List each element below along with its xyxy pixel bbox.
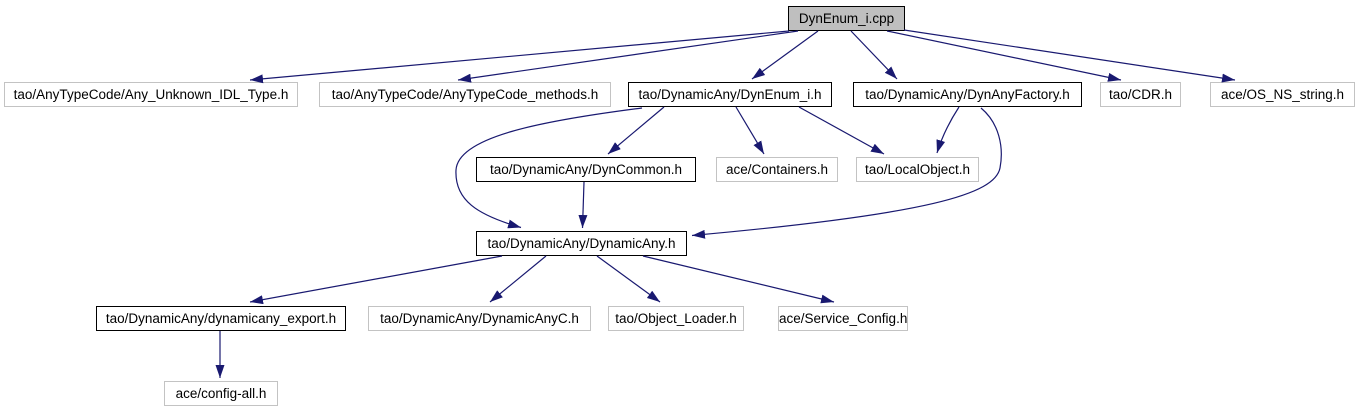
node-object-loader-h[interactable]: tao/Object_Loader.h	[608, 306, 744, 331]
edge-dynenum-i-cpp-to-dynanyfactory-h	[850, 30, 898, 80]
node-service-config-h[interactable]: ace/Service_Config.h	[778, 306, 908, 331]
node-localobject-h[interactable]: tao/LocalObject.h	[856, 157, 979, 182]
edge-dynenum-i-cpp-to-any-unknown-idl-type	[249, 30, 790, 84]
edge-dynenum-i-h-to-localobject-h	[798, 106, 885, 155]
edge-dynenum-i-cpp-to-os-ns-string-h	[903, 29, 1236, 83]
edge-dynamicany-h-to-object-loader-h	[596, 255, 661, 303]
node-config-all-h[interactable]: ace/config-all.h	[164, 381, 278, 406]
node-anytypecode-methods-h[interactable]: tao/AnyTypeCode/AnyTypeCode_methods.h	[319, 82, 611, 107]
edge-dyncommon-h-to-dynamicany-h	[578, 181, 588, 229]
node-os-ns-string-h[interactable]: ace/OS_NS_string.h	[1210, 82, 1355, 107]
edge-dynenum-i-cpp-to-dynenum-i-h	[751, 30, 819, 80]
edge-dynenum-i-h-to-containers-h	[735, 106, 765, 155]
node-dynamicanyc-h[interactable]: tao/DynamicAny/DynamicAnyC.h	[368, 306, 591, 331]
edge-dynamicany-h-to-dynamicany-export-h	[249, 255, 503, 305]
node-cdr-h[interactable]: tao/CDR.h	[1100, 82, 1181, 107]
edge-dynenum-i-cpp-to-anytypecode-methods	[457, 30, 799, 83]
node-dynamicany-h[interactable]: tao/DynamicAny/DynamicAny.h	[476, 231, 687, 256]
node-dynenum-i-cpp: DynEnum_i.cpp	[788, 6, 905, 31]
edge-dynamicany-h-to-dynamicanyc-h	[489, 255, 547, 303]
edge-dynenum-i-h-to-dyncommon-h	[607, 106, 665, 155]
node-any-unknown-idl-type-h[interactable]: tao/AnyTypeCode/Any_Unknown_IDL_Type.h	[4, 82, 298, 107]
node-dynanyfactory-h[interactable]: tao/DynamicAny/DynAnyFactory.h	[853, 82, 1082, 107]
edge-dynenum-i-cpp-to-cdr-h	[886, 30, 1122, 82]
node-dynamicany-export-h[interactable]: tao/DynamicAny/dynamicany_export.h	[96, 306, 346, 331]
node-containers-h[interactable]: ace/Containers.h	[716, 157, 838, 182]
node-dynenum-i-h[interactable]: tao/DynamicAny/DynEnum_i.h	[628, 82, 832, 107]
edge-dynamicany-h-to-service-config-h	[642, 255, 835, 304]
edge-dynanyfactory-h-to-localobject-h	[936, 106, 960, 154]
node-dyncommon-h[interactable]: tao/DynamicAny/DynCommon.h	[476, 157, 696, 182]
